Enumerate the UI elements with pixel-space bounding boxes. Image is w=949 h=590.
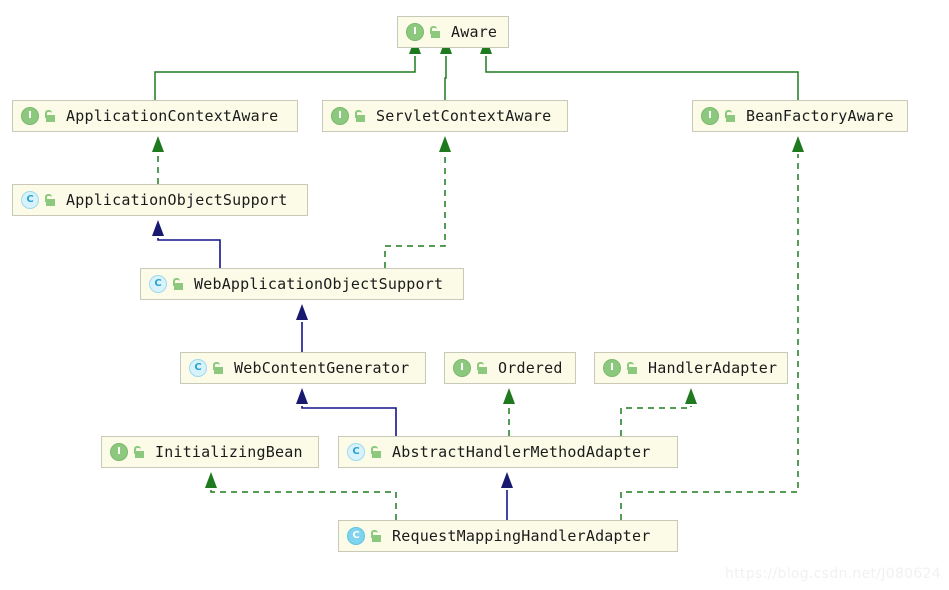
class-node-label: Aware bbox=[451, 23, 498, 41]
class-node-absthandler[interactable]: C AbstractHandlerMethodAdapter bbox=[338, 436, 678, 468]
class-node-aware[interactable]: I Aware bbox=[397, 16, 509, 48]
class-icon: C bbox=[189, 359, 207, 377]
class-node-initbean[interactable]: I InitializingBean bbox=[101, 436, 319, 468]
unlocked-padlock-icon bbox=[213, 362, 224, 374]
edge-webapplicationobjectsupport-to-servletcontextaware bbox=[384, 136, 451, 268]
edge-requestmappinghandleradapter-to-initializingbean bbox=[205, 472, 397, 520]
class-node-servletctx[interactable]: I ServletContextAware bbox=[322, 100, 568, 132]
class-node-label: AbstractHandlerMethodAdapter bbox=[392, 443, 651, 461]
class-node-appctxaware[interactable]: I ApplicationContextAware bbox=[12, 100, 298, 132]
unlocked-padlock-icon bbox=[627, 362, 638, 374]
interface-icon: I bbox=[603, 359, 621, 377]
class-icon: C bbox=[21, 191, 39, 209]
class-icon: C bbox=[347, 527, 365, 545]
class-node-webappobj[interactable]: C WebApplicationObjectSupport bbox=[140, 268, 464, 300]
interface-icon: I bbox=[331, 107, 349, 125]
interface-icon: I bbox=[21, 107, 39, 125]
interface-icon: I bbox=[406, 23, 424, 41]
interface-icon: I bbox=[453, 359, 471, 377]
interface-icon: I bbox=[701, 107, 719, 125]
unlocked-padlock-icon bbox=[355, 110, 366, 122]
unlocked-padlock-icon bbox=[371, 446, 382, 458]
edge-applicationcontextaware-to-aware bbox=[154, 38, 421, 100]
edge-abstracthandlermethodadapter-to-handleradapter bbox=[620, 388, 697, 436]
edge-webcontentgenerator-to-webapplicationobjectsupport bbox=[296, 304, 308, 352]
class-icon: C bbox=[149, 275, 167, 293]
edge-applicationobjectsupport-to-applicationcontextaware bbox=[152, 136, 164, 184]
class-node-label: Ordered bbox=[498, 359, 563, 377]
edge-abstracthandlermethodadapter-to-ordered bbox=[503, 388, 515, 436]
class-icon: C bbox=[347, 443, 365, 461]
unlocked-padlock-icon bbox=[45, 194, 56, 206]
watermark: https://blog.csdn.net/J080624 bbox=[724, 566, 941, 582]
edge-beanfactoryaware-to-aware bbox=[480, 38, 799, 100]
unlocked-padlock-icon bbox=[173, 278, 184, 290]
class-node-webcontent[interactable]: C WebContentGenerator bbox=[180, 352, 426, 384]
class-node-label: HandlerAdapter bbox=[648, 359, 778, 377]
unlocked-padlock-icon bbox=[725, 110, 736, 122]
unlocked-padlock-icon bbox=[371, 530, 382, 542]
class-node-label: RequestMappingHandlerAdapter bbox=[392, 527, 651, 545]
interface-icon: I bbox=[110, 443, 128, 461]
class-node-beanfactory[interactable]: I BeanFactoryAware bbox=[692, 100, 908, 132]
edge-abstracthandlermethodadapter-to-webcontentgenerator bbox=[296, 388, 397, 436]
class-node-label: WebContentGenerator bbox=[234, 359, 410, 377]
class-node-label: InitializingBean bbox=[155, 443, 303, 461]
class-node-label: ApplicationObjectSupport bbox=[66, 191, 288, 209]
class-node-appobjsupport[interactable]: C ApplicationObjectSupport bbox=[12, 184, 308, 216]
edge-webapplicationobjectsupport-to-applicationobjectsupport bbox=[152, 220, 221, 268]
class-node-label: ApplicationContextAware bbox=[66, 107, 279, 125]
class-node-handleradapter[interactable]: I HandlerAdapter bbox=[594, 352, 788, 384]
unlocked-padlock-icon bbox=[477, 362, 488, 374]
class-node-label: ServletContextAware bbox=[376, 107, 552, 125]
class-node-label: BeanFactoryAware bbox=[746, 107, 894, 125]
unlocked-padlock-icon bbox=[45, 110, 56, 122]
unlocked-padlock-icon bbox=[134, 446, 145, 458]
unlocked-padlock-icon bbox=[430, 26, 441, 38]
class-node-reqmapping[interactable]: C RequestMappingHandlerAdapter bbox=[338, 520, 678, 552]
edge-requestmappinghandleradapter-to-abstracthandlermethodadapter bbox=[501, 472, 513, 520]
class-node-label: WebApplicationObjectSupport bbox=[194, 275, 444, 293]
class-node-ordered[interactable]: I Ordered bbox=[444, 352, 576, 384]
